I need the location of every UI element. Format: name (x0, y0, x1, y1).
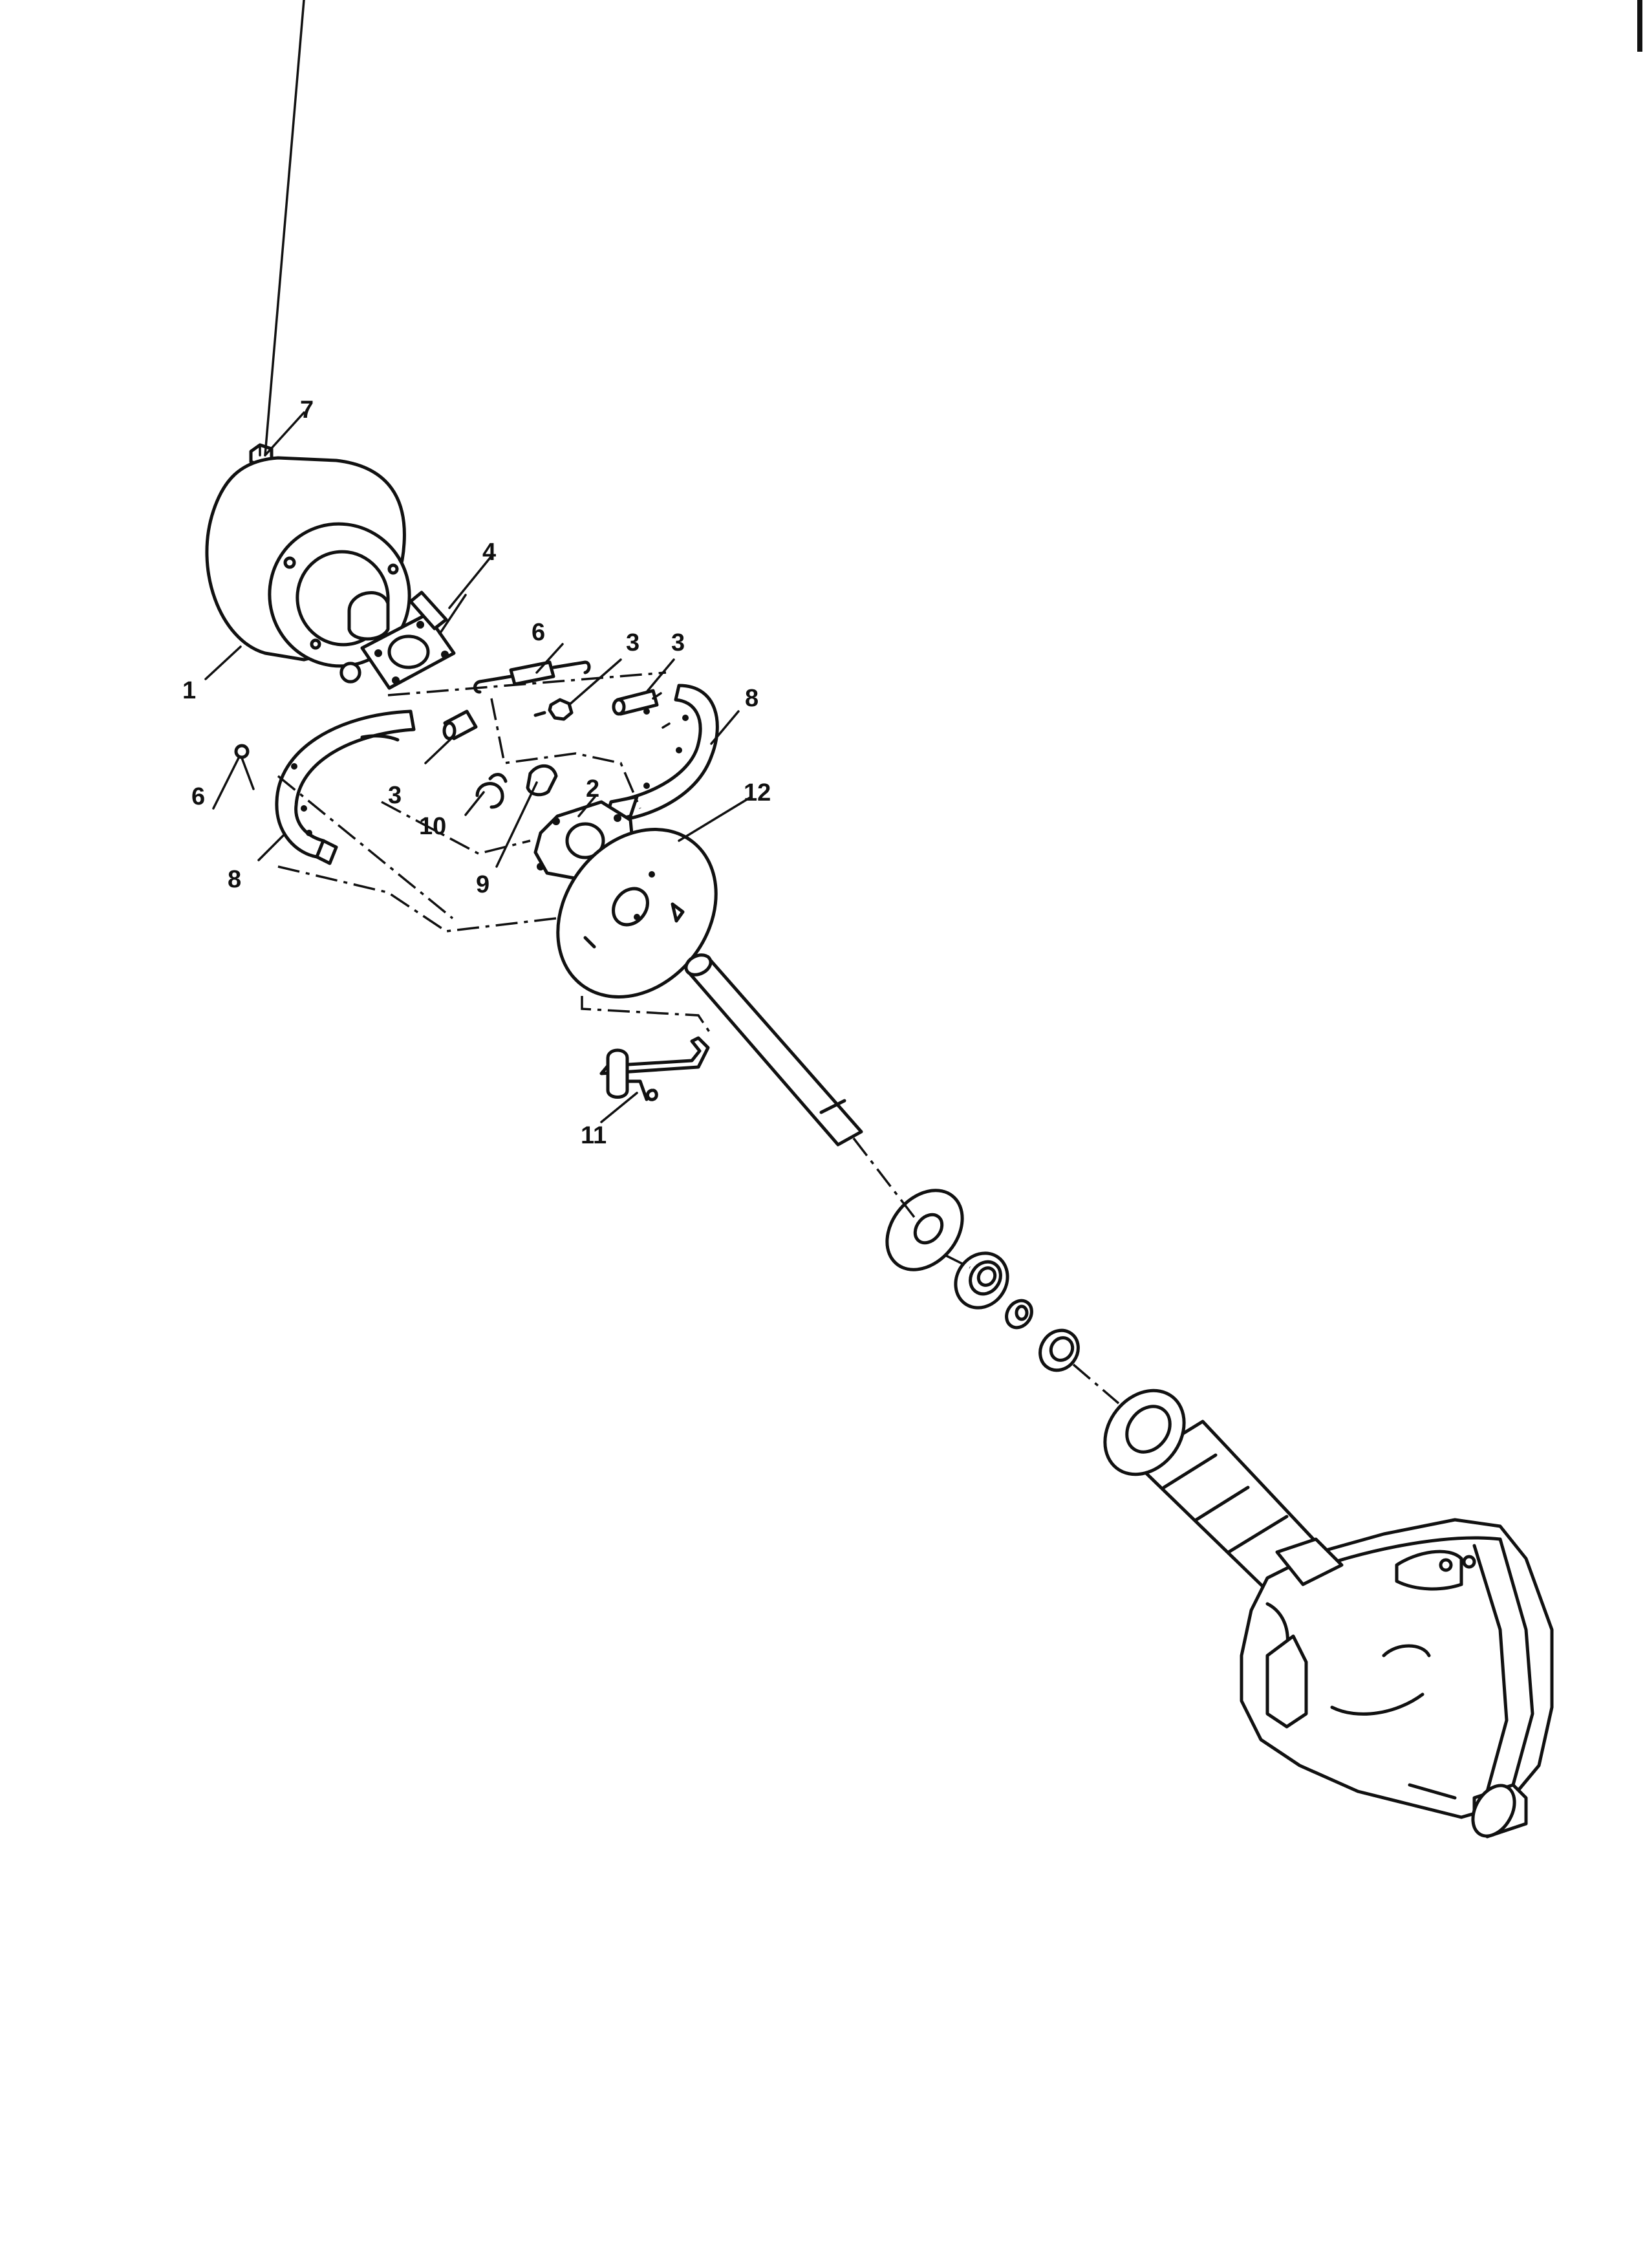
part-retaining-collar (1005, 1299, 1033, 1330)
assembly-centerlines (277, 671, 1120, 1405)
callout-9: 9 (476, 871, 489, 898)
part-axle-housing-tube (1103, 1388, 1328, 1593)
callout-2: 2 (586, 775, 599, 803)
part-spring-top (473, 660, 591, 694)
part-adjuster-screw (612, 689, 659, 716)
callout-leader-lines (204, 0, 753, 1123)
page-corner-mark (1637, 0, 1642, 52)
callout-3-right: 3 (671, 629, 685, 656)
callout-3-center: 3 (626, 629, 640, 656)
callout-8-right: 8 (745, 685, 758, 712)
callout-3-left: 3 (388, 782, 402, 809)
callout-12: 12 (744, 779, 771, 806)
part-axle-shaft (684, 953, 863, 1147)
callout-8-left: 8 (228, 866, 241, 893)
callout-11: 11 (581, 1122, 607, 1149)
part-adjuster-star (533, 698, 574, 721)
callout-4: 4 (482, 539, 496, 566)
part-park-brake-lever (599, 1036, 710, 1101)
part-brake-shoe-left (275, 709, 416, 865)
part-brake-drum (205, 456, 411, 668)
callout-6-top: 6 (532, 619, 545, 646)
part-hold-down-pin (234, 744, 255, 790)
part-adjuster-sleeve (442, 709, 478, 740)
part-differential-housing (1240, 1518, 1554, 1839)
callout-labels: 7 1 4 6 3 3 8 3 6 10 2 12 8 9 11 (182, 396, 771, 1149)
part-wheel-bearing (954, 1251, 1009, 1310)
callout-10: 10 (419, 813, 446, 840)
callout-1: 1 (182, 677, 196, 704)
part-spacer-ring (1038, 1328, 1080, 1372)
callout-6-left: 6 (191, 783, 205, 810)
callout-7: 7 (300, 396, 314, 424)
part-retainer-clip (475, 773, 508, 809)
part-seal-ring (885, 1189, 964, 1271)
part-hub-flange (339, 590, 467, 690)
